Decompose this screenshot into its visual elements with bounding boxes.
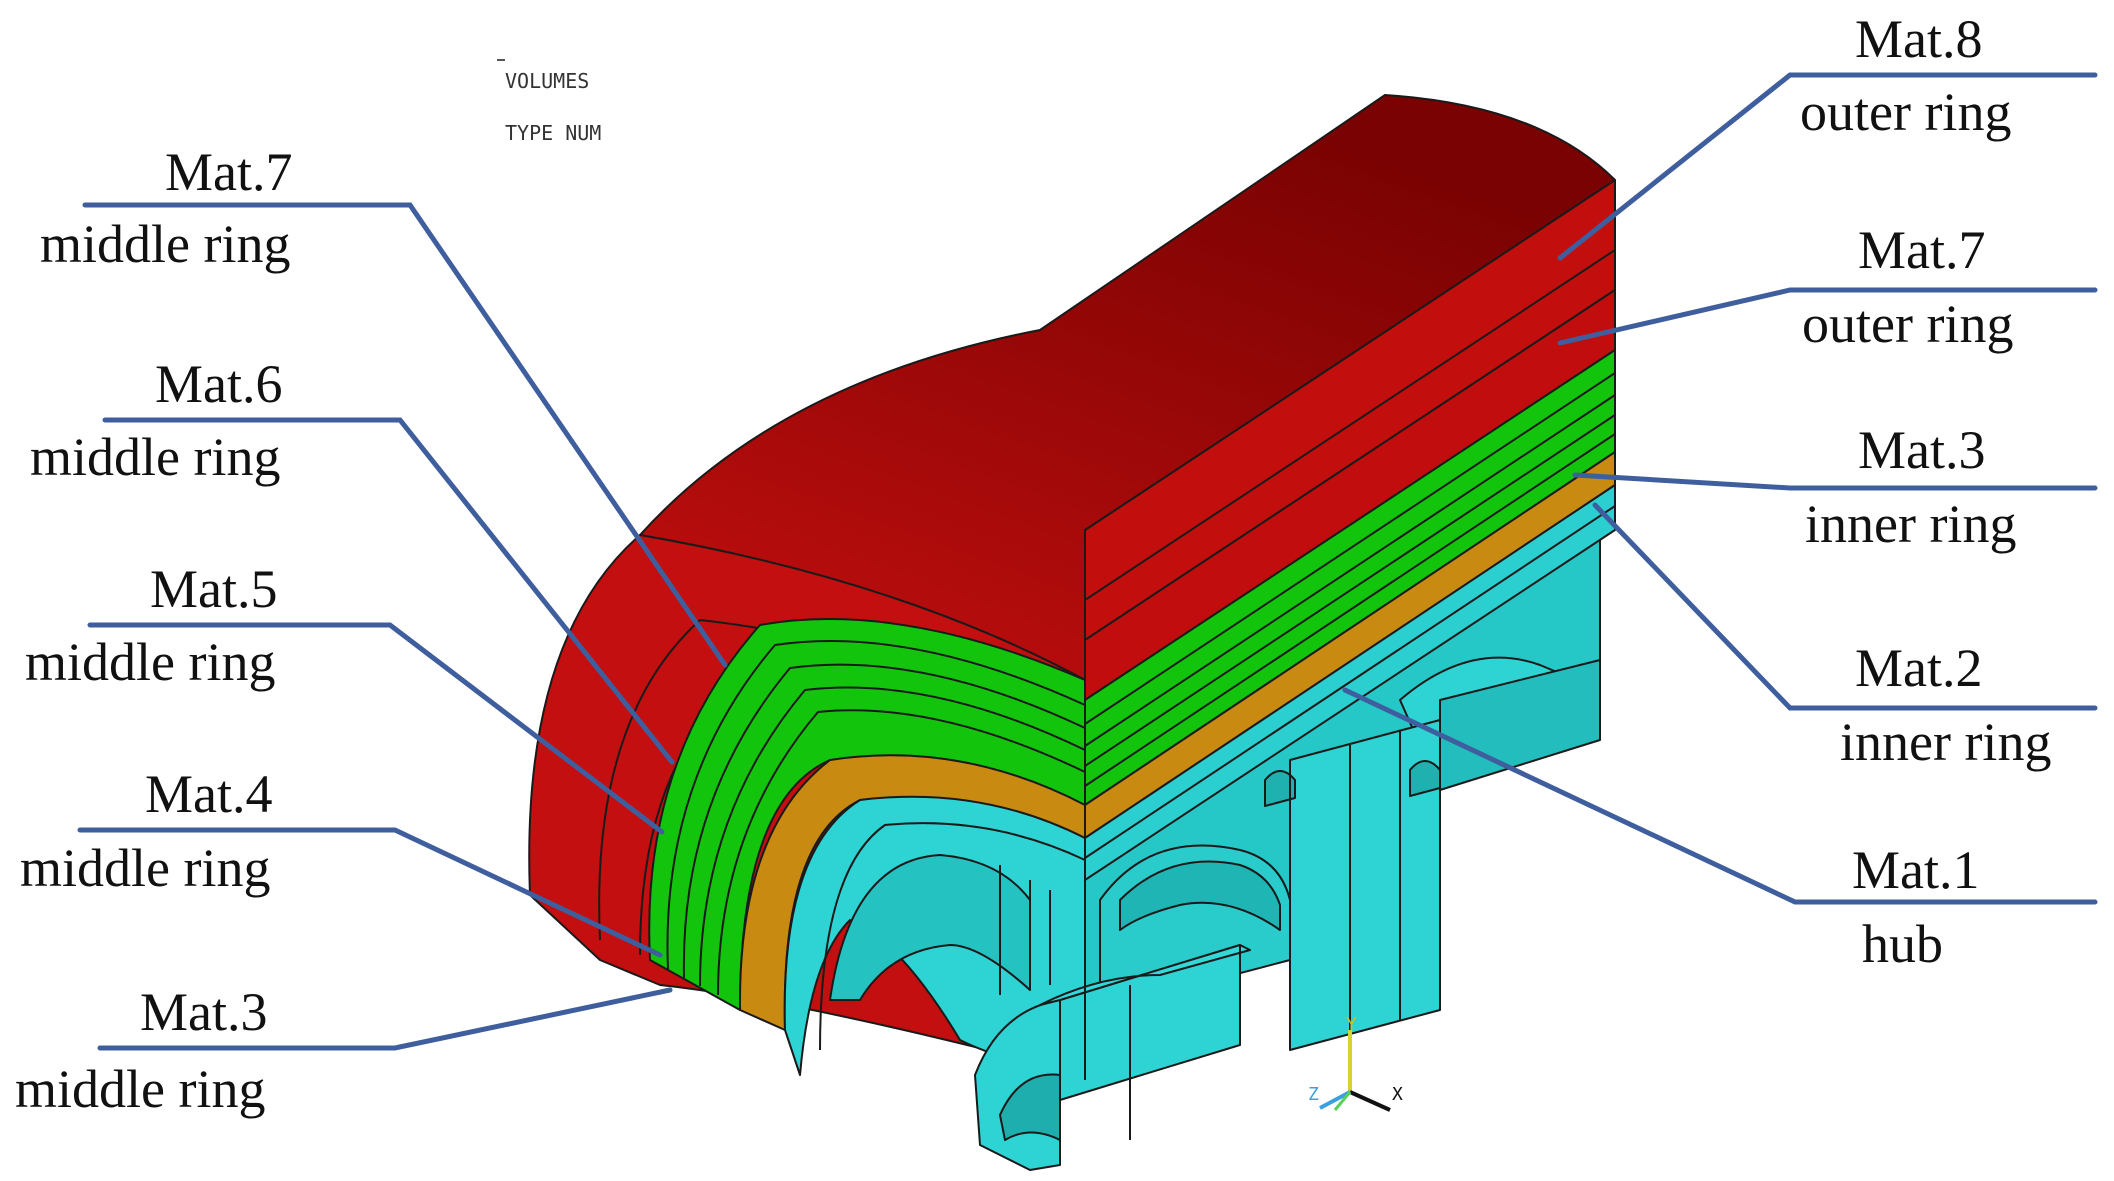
axis-x-label: X	[1392, 1084, 1403, 1105]
axis-triad: Y Z X	[1308, 1014, 1403, 1112]
leader-mat2-inner	[1592, 502, 2098, 711]
label-mat6-middle-part: middle ring	[30, 427, 280, 487]
label-mat8-outer-mat: Mat.8	[1855, 9, 1983, 69]
leader-mat8-outer	[1557, 72, 2098, 261]
label-mat4-middle-mat: Mat.4	[145, 764, 273, 824]
hub-slot	[1264, 770, 1296, 807]
leader-mat4-middle	[77, 827, 663, 958]
label-mat1-hub-mat: Mat.1	[1852, 840, 1980, 900]
leader-mat1-hub	[1342, 687, 2098, 905]
leader-mat7-outer	[1557, 287, 2098, 346]
label-mat7-middle-mat: Mat.7	[165, 142, 293, 202]
leader-mat5-middle	[87, 622, 665, 835]
labels-left: Mat.7 middle ring Mat.6 middle ring Mat.…	[15, 142, 293, 1119]
leader-mat3-middle	[97, 987, 673, 1051]
hub-front-lug-top	[1039, 944, 1251, 1006]
axis-z-label: Z	[1308, 1084, 1319, 1105]
label-mat3-inner-mat: Mat.3	[1858, 420, 1986, 480]
label-mat2-inner-part: inner ring	[1840, 712, 2051, 772]
label-mat8-outer-part: outer ring	[1800, 82, 2011, 142]
label-mat3-middle-part: middle ring	[15, 1059, 265, 1119]
hub-arch-opening	[829, 854, 1031, 1001]
ring-assembly-model	[528, 94, 1616, 1171]
label-mat5-middle-mat: Mat.5	[150, 559, 278, 619]
labels-right: Mat.8 outer ring Mat.7 outer ring Mat.3 …	[1800, 9, 2051, 974]
label-mat7-middle-part: middle ring	[40, 214, 290, 274]
volumes-header: VOLUMES	[505, 69, 589, 93]
leader-mat6-middle	[102, 417, 675, 765]
label-mat3-middle-mat: Mat.3	[140, 982, 268, 1042]
axis-y-label: Y	[1346, 1014, 1357, 1035]
label-mat3-inner-part: inner ring	[1805, 494, 2016, 554]
label-mat5-middle-part: middle ring	[25, 632, 275, 692]
label-mat4-middle-part: middle ring	[20, 838, 270, 898]
leader-mat7-middle	[82, 202, 728, 668]
type-num-header: TYPE NUM	[505, 121, 601, 145]
label-mat7-outer-part: outer ring	[1802, 294, 2013, 354]
leader-lines	[77, 72, 2098, 1051]
label-mat7-outer-mat: Mat.7	[1858, 220, 1986, 280]
label-mat6-middle-mat: Mat.6	[155, 354, 283, 414]
leader-mat3-inner	[1572, 472, 2098, 491]
label-mat1-hub-part: hub	[1862, 914, 1943, 974]
label-mat2-inner-mat: Mat.2	[1855, 638, 1983, 698]
